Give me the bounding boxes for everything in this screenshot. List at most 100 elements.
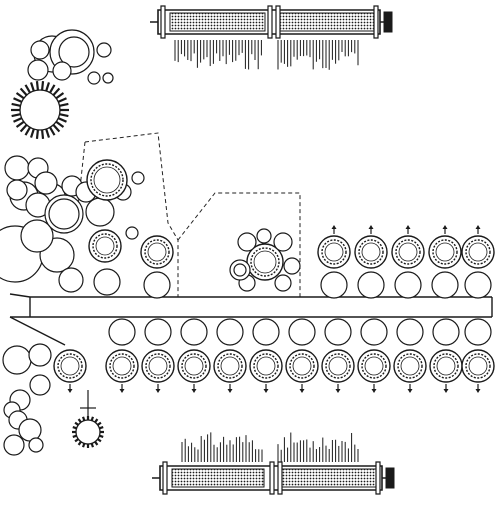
roller <box>94 269 120 295</box>
drum-knurl <box>386 468 394 488</box>
roller <box>358 272 384 298</box>
gear-tooth <box>17 122 24 127</box>
gear-tooth <box>92 443 93 447</box>
roller-inner-ring <box>398 354 422 378</box>
arrow-head <box>331 225 337 229</box>
gear-tooth <box>98 439 101 441</box>
roller <box>144 272 170 298</box>
gear-tooth <box>73 427 77 428</box>
roller-core <box>185 357 203 375</box>
gear-tooth <box>95 442 97 445</box>
gear-tooth <box>50 85 55 93</box>
gear-tooth <box>60 114 69 116</box>
roller <box>145 319 171 345</box>
roller-core <box>254 251 276 273</box>
roller-inner-ring <box>362 354 386 378</box>
gear-tooth <box>83 417 84 421</box>
drum-flange <box>270 462 274 494</box>
roller-core <box>221 357 239 375</box>
roller-core <box>329 357 347 375</box>
roller-inner-ring <box>146 354 170 378</box>
arrow-head <box>443 389 449 393</box>
roller <box>181 319 207 345</box>
roller-core <box>113 357 131 375</box>
gear-tooth <box>58 98 66 102</box>
roller <box>234 264 246 276</box>
roller <box>395 272 421 298</box>
arrow-head <box>263 389 269 393</box>
roller <box>28 60 48 80</box>
roller <box>284 258 300 274</box>
drum-mesh <box>172 469 264 487</box>
gear-tooth <box>79 442 81 445</box>
gear-tooth <box>95 419 97 422</box>
drum-flange <box>278 462 282 494</box>
roller-core <box>436 243 454 261</box>
roller-inner-ring <box>251 248 279 276</box>
roller <box>97 43 111 57</box>
gear-tooth <box>73 436 77 437</box>
roller <box>433 319 459 345</box>
roller <box>7 180 27 200</box>
roller <box>35 172 57 194</box>
gear-tooth <box>31 82 34 91</box>
gear-tooth <box>37 81 38 90</box>
dashed-housing-left <box>76 133 300 297</box>
arrow-head <box>407 389 413 393</box>
gear-tooth <box>46 129 49 138</box>
gear-tooth <box>37 130 38 139</box>
gear-tooth <box>12 114 21 116</box>
roller-core <box>257 357 275 375</box>
gear-tooth <box>58 118 66 122</box>
gear-tooth <box>42 130 43 139</box>
roller <box>126 227 138 239</box>
roller <box>132 172 144 184</box>
arrow-head <box>227 389 233 393</box>
roller <box>29 344 51 366</box>
gear-tooth <box>26 85 31 93</box>
roller-inner-ring <box>290 354 314 378</box>
gear-tooth <box>31 129 34 138</box>
roller <box>21 220 53 252</box>
roller <box>5 156 29 180</box>
bottom-cylinder-assembly <box>152 462 394 494</box>
roller <box>31 41 49 59</box>
drum-flange <box>376 462 380 494</box>
gear-group <box>11 81 104 448</box>
roller-inner-ring <box>433 240 457 264</box>
roller <box>397 319 423 345</box>
roller-inner-ring <box>396 240 420 264</box>
roller-inner-ring <box>91 164 123 196</box>
arrow-head <box>155 389 161 393</box>
roller <box>465 319 491 345</box>
arrow-group <box>67 225 481 393</box>
drum-flange <box>163 462 167 494</box>
roller-inner-ring <box>466 354 490 378</box>
roller-core <box>293 357 311 375</box>
roller-core <box>399 243 417 261</box>
roller <box>325 319 351 345</box>
roller-core <box>401 357 419 375</box>
roller <box>29 438 43 452</box>
roller <box>88 72 100 84</box>
gear-tooth <box>75 439 78 441</box>
arrow-head <box>442 225 448 229</box>
roller <box>321 272 347 298</box>
roller <box>3 346 31 374</box>
gear-tooth <box>50 127 55 135</box>
roller <box>432 272 458 298</box>
roller-inner-ring <box>322 240 346 264</box>
roller-inner-ring <box>434 354 458 378</box>
gear-tooth <box>46 82 49 91</box>
gear-tooth <box>42 81 43 90</box>
gear-tooth <box>79 419 81 422</box>
roller-core <box>94 167 120 193</box>
roller <box>59 268 83 292</box>
drum-mesh <box>278 13 376 31</box>
arrow-head <box>335 389 341 393</box>
roller <box>59 37 89 67</box>
roller-group <box>0 30 494 455</box>
roller <box>465 272 491 298</box>
drum-flange <box>276 6 280 38</box>
